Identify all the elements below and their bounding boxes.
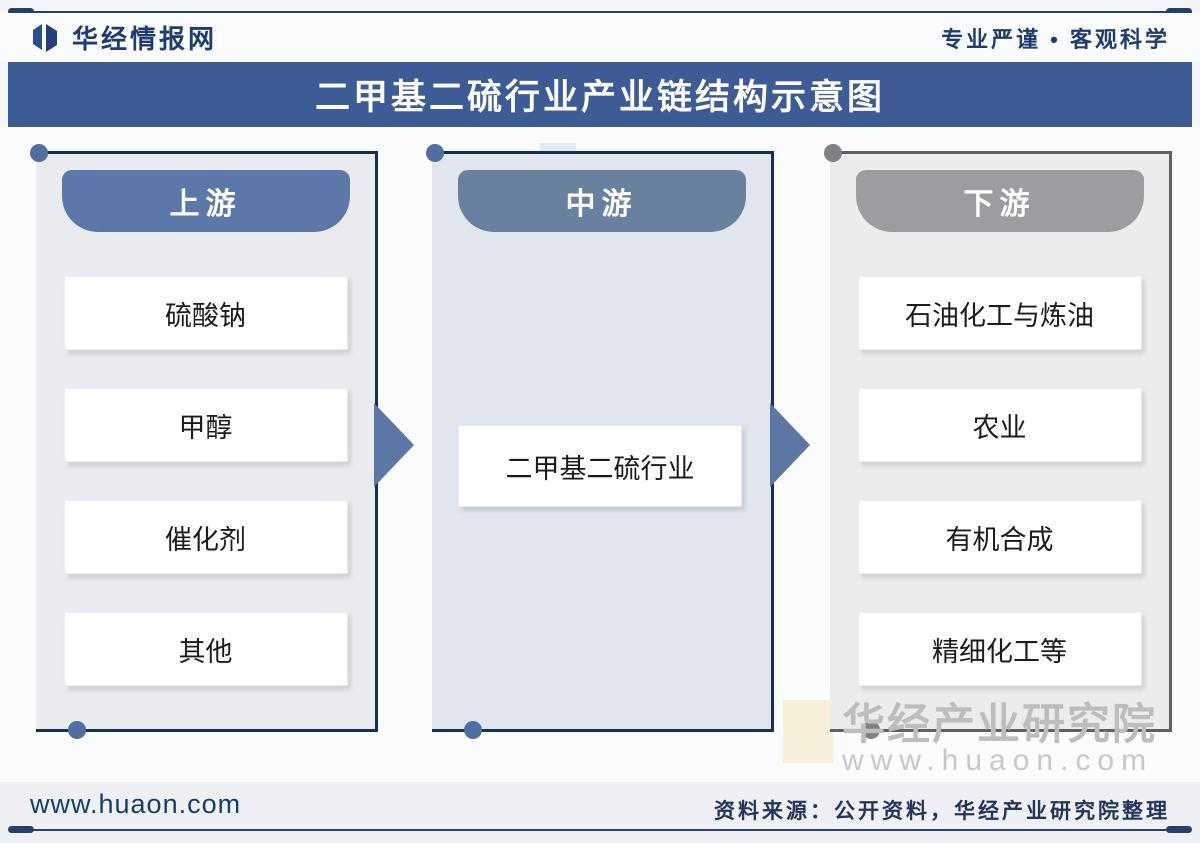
upstream-bottom-dot bbox=[68, 721, 86, 739]
upstream-item: 甲醇 bbox=[63, 388, 348, 462]
upstream-top-dot bbox=[30, 144, 48, 162]
downstream-panel: 下游 石油化工与炼油 农业 有机合成 精细化工等 bbox=[824, 144, 1172, 739]
header-slogan: 专业严谨 • 客观科学 bbox=[941, 26, 1170, 52]
bottom-rule-left-cap bbox=[8, 826, 34, 833]
midstream-top-dot bbox=[426, 144, 444, 162]
downstream-items: 石油化工与炼油 农业 有机合成 精细化工等 bbox=[830, 276, 1169, 686]
huaon-logo-icon bbox=[33, 23, 57, 52]
footer-source-note: 资料来源：公开资料，华经产业研究院整理 bbox=[714, 800, 1170, 823]
top-rule bbox=[10, 11, 1190, 13]
top-rule-right-cap bbox=[1166, 8, 1192, 15]
bottom-rule bbox=[10, 829, 1190, 831]
page-title: 二甲基二硫行业产业链结构示意图 bbox=[314, 78, 885, 117]
downstream-top-dot bbox=[824, 144, 842, 162]
midstream-header-tab: 中游 bbox=[457, 170, 746, 232]
watermark-text: 华经产业研究院 bbox=[842, 701, 1157, 749]
midstream-label: 中游 bbox=[565, 188, 638, 221]
upstream-items: 硫酸钠 甲醇 催化剂 其他 bbox=[36, 276, 375, 686]
footer-site-url: www.huaon.com bbox=[30, 789, 242, 819]
footer-bar bbox=[0, 782, 1200, 843]
brand-name: 华经情报网 bbox=[72, 24, 218, 54]
downstream-header-tab: 下游 bbox=[855, 170, 1144, 232]
downstream-bottom-dot bbox=[862, 721, 880, 739]
upstream-item: 催化剂 bbox=[63, 500, 348, 574]
midstream-panel: 中游 二甲基二硫行业 bbox=[426, 144, 774, 739]
midstream-item: 二甲基二硫行业 bbox=[458, 425, 742, 507]
watermark-url: www.huaon.com bbox=[842, 744, 1154, 777]
title-bar: 二甲基二硫行业产业链结构示意图 bbox=[8, 62, 1192, 127]
top-rule-left-cap bbox=[8, 8, 34, 15]
upstream-label: 上游 bbox=[169, 188, 242, 221]
brand: 华经情报网 bbox=[30, 19, 217, 56]
watermark-square-yellow bbox=[783, 700, 833, 763]
arrow-midstream-to-downstream-icon bbox=[770, 403, 810, 487]
arrow-upstream-to-midstream-icon bbox=[374, 403, 414, 487]
upstream-header-tab: 上游 bbox=[61, 170, 350, 232]
midstream-bottom-dot bbox=[464, 721, 482, 739]
upstream-item: 其他 bbox=[63, 612, 348, 686]
downstream-item: 农业 bbox=[857, 388, 1142, 462]
downstream-label: 下游 bbox=[963, 188, 1036, 221]
upstream-panel: 上游 硫酸钠 甲醇 催化剂 其他 bbox=[30, 144, 378, 739]
downstream-item: 有机合成 bbox=[857, 500, 1142, 574]
header-bar: 华经情报网 专业严谨 • 客观科学 bbox=[0, 13, 1200, 62]
bottom-rule-right-cap bbox=[1166, 826, 1192, 833]
downstream-item: 石油化工与炼油 bbox=[857, 276, 1142, 350]
upstream-item: 硫酸钠 bbox=[63, 276, 348, 350]
downstream-item: 精细化工等 bbox=[857, 612, 1142, 686]
